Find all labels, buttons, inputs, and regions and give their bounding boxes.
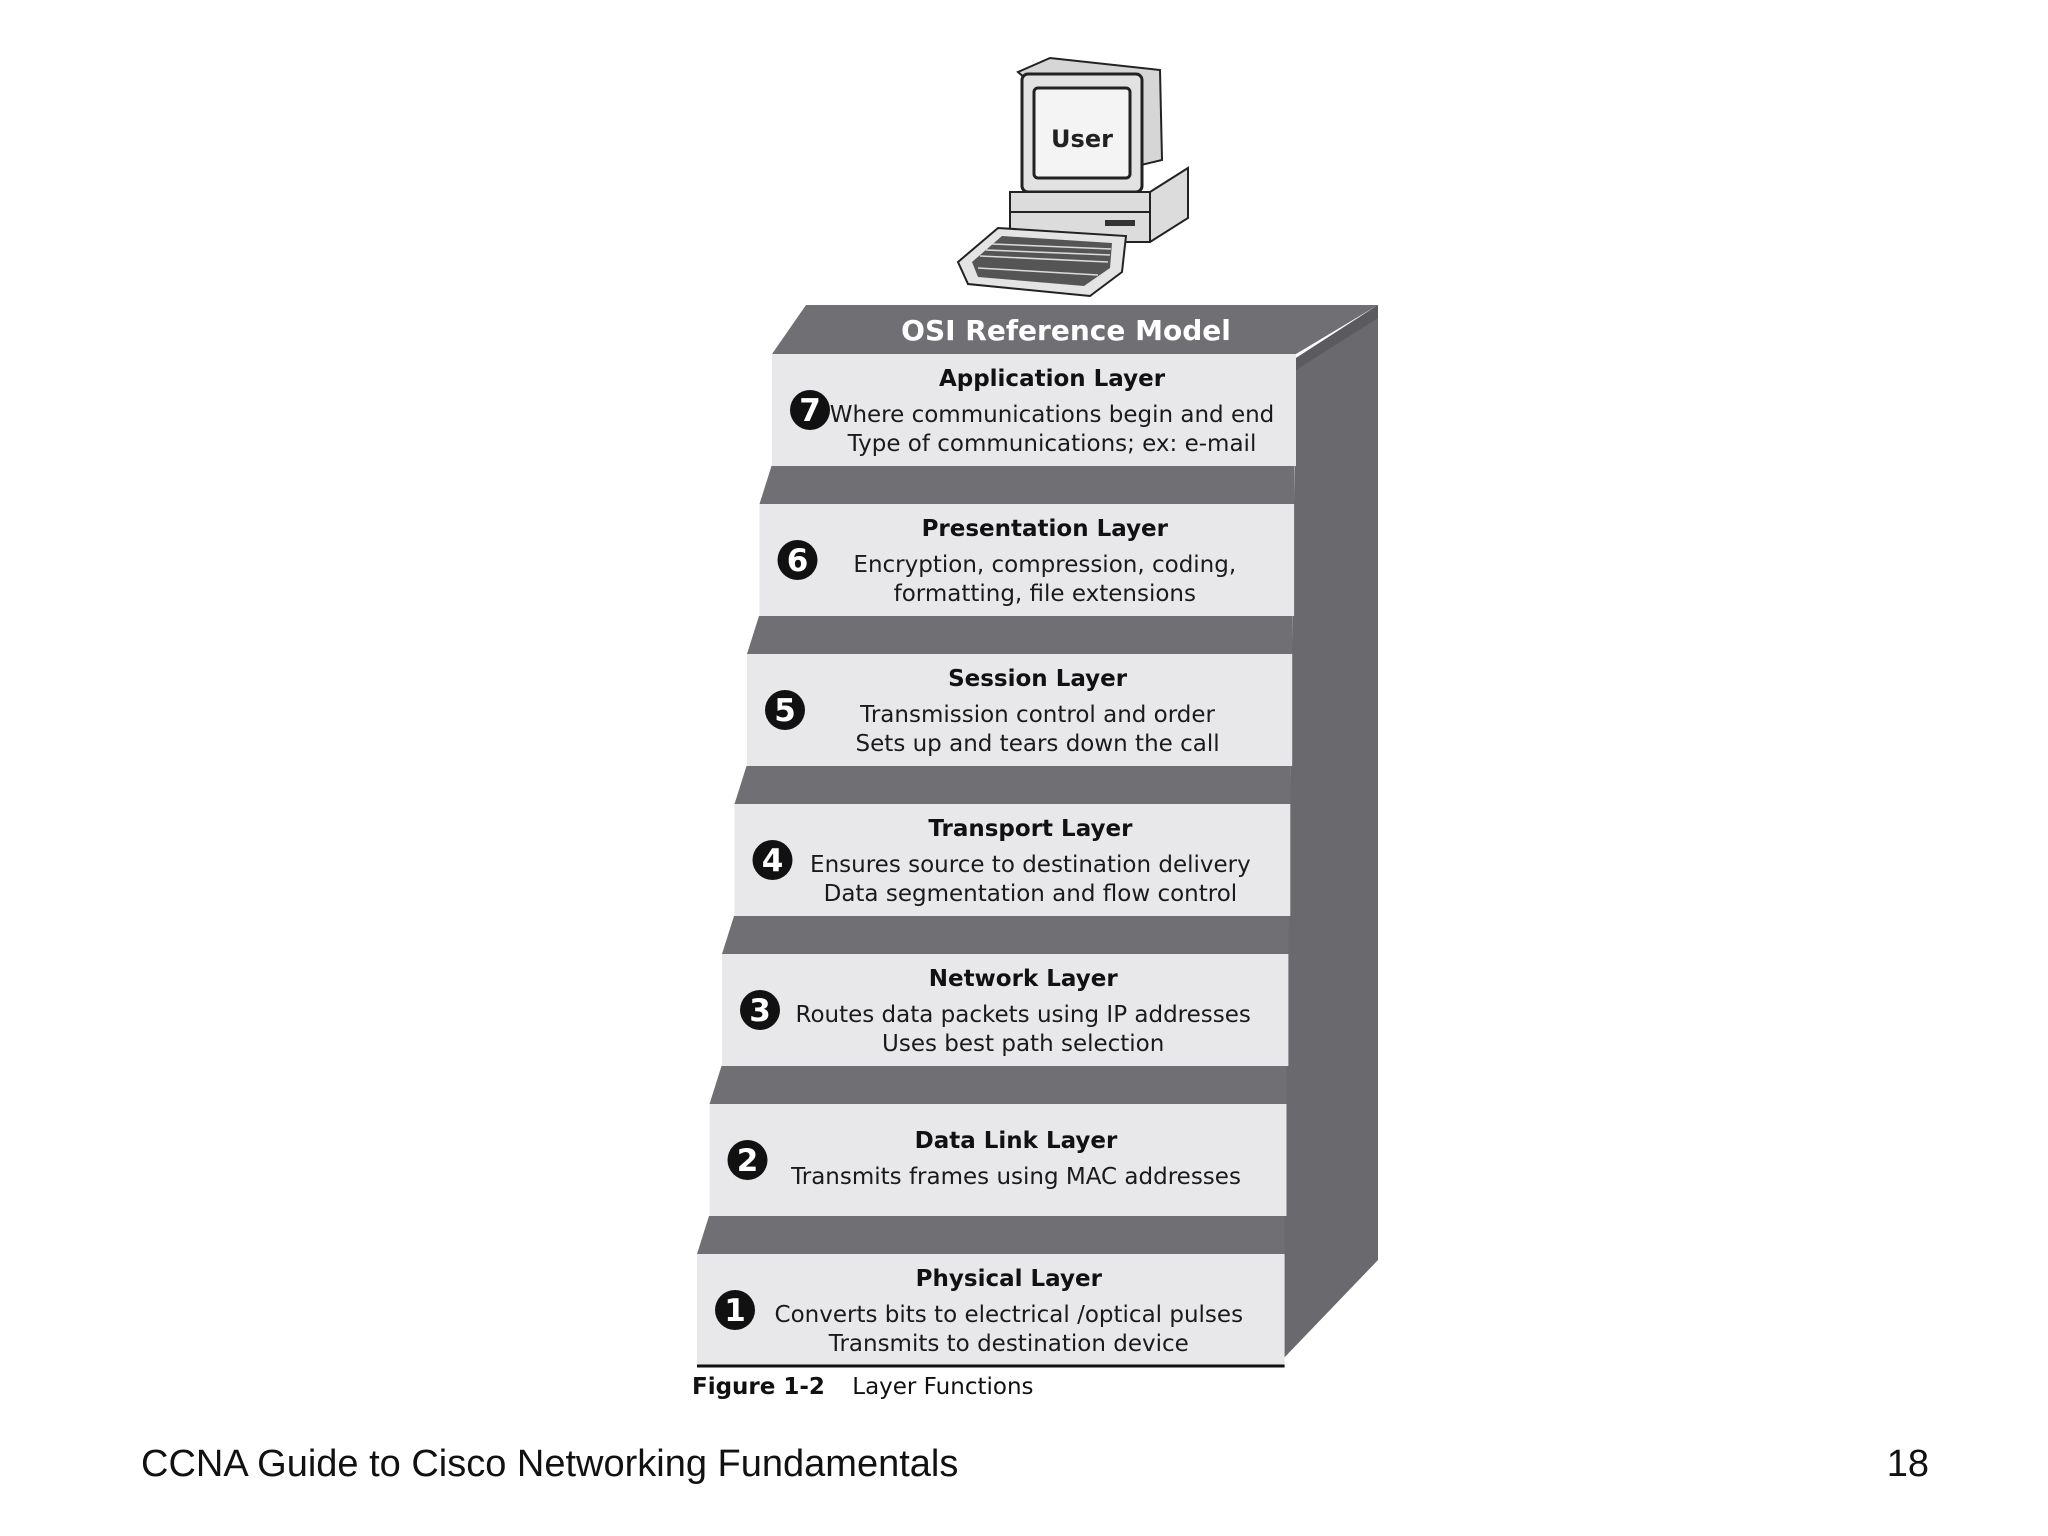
layer-description-line: Transmits frames using MAC addresses	[790, 1164, 1241, 1190]
layer-box	[709, 1104, 1287, 1216]
layer-number-badge	[715, 1290, 755, 1330]
layer-number-badge	[777, 540, 818, 580]
layer-separator-band	[734, 766, 1291, 804]
layer-number: 3	[749, 993, 771, 1029]
layer-name: Network Layer	[929, 966, 1119, 992]
layer-box	[734, 804, 1291, 916]
figure-title: Layer Functions	[852, 1374, 1034, 1400]
figure-caption: Figure 1-2 Layer Functions	[692, 1374, 1034, 1400]
user-label: User	[1051, 125, 1113, 153]
model-title: OSI Reference Model	[901, 314, 1231, 347]
model-title-band	[772, 305, 1378, 354]
layer-description-line: Routes data packets using IP addresses	[796, 1002, 1251, 1028]
layer-number: 5	[774, 693, 796, 729]
layer-box	[759, 504, 1295, 616]
layer-separator-band	[722, 916, 1289, 954]
layer-description-line: Transmission control and order	[859, 702, 1215, 728]
layer-box	[772, 354, 1296, 466]
layer-number: 2	[737, 1143, 759, 1179]
layer-description-line: Uses best path selection	[882, 1031, 1164, 1057]
layer-separator-band	[759, 466, 1295, 504]
layer-name: Data Link Layer	[915, 1128, 1118, 1154]
layer-number: 6	[787, 543, 809, 579]
layer-separator-band	[709, 1066, 1287, 1104]
layer-description-line: Type of communications; ex: e-mail	[847, 431, 1257, 457]
layer-number-badge	[727, 1140, 768, 1180]
layer-description-line: Data segmentation and flow control	[824, 881, 1238, 907]
layer-description-line: Where communications begin and end	[830, 402, 1275, 428]
layer-separator-band	[747, 616, 1293, 654]
computer-icon: User	[956, 56, 1189, 298]
footer-title: CCNA Guide to Cisco Networking Fundament…	[141, 1443, 959, 1485]
layer-number: 1	[724, 1293, 746, 1329]
layer-number: 7	[799, 393, 821, 429]
layer-name: Transport Layer	[928, 816, 1133, 842]
stack-side	[1282, 305, 1378, 1360]
layer-description-line: Encryption, compression, coding,	[853, 552, 1236, 578]
layer-description-line: Converts bits to electrical /optical pul…	[775, 1302, 1244, 1328]
layer-number-badge	[765, 690, 805, 730]
layer-description-line: Transmits to destination device	[828, 1331, 1189, 1357]
layer-name: Presentation Layer	[922, 516, 1169, 542]
layer-box	[722, 954, 1289, 1066]
layer-number-badge	[790, 390, 830, 430]
layer-separator-band	[697, 1216, 1285, 1254]
layer-description-line: formatting, file extensions	[894, 581, 1196, 607]
layer-name: Physical Layer	[916, 1266, 1103, 1292]
layer-number-badge	[740, 990, 780, 1030]
page-number: 18	[1886, 1443, 1929, 1485]
layer-description-line: Ensures source to destination delivery	[810, 852, 1251, 878]
layer-number-badge	[752, 840, 793, 880]
layer-number: 4	[762, 843, 784, 879]
layer-name: Session Layer	[948, 666, 1128, 692]
figure-label: Figure 1-2	[692, 1374, 825, 1400]
layer-box	[747, 654, 1293, 766]
layer-description-line: Sets up and tears down the call	[856, 731, 1220, 757]
layer-name: Application Layer	[939, 366, 1166, 392]
layer-box	[697, 1254, 1285, 1366]
